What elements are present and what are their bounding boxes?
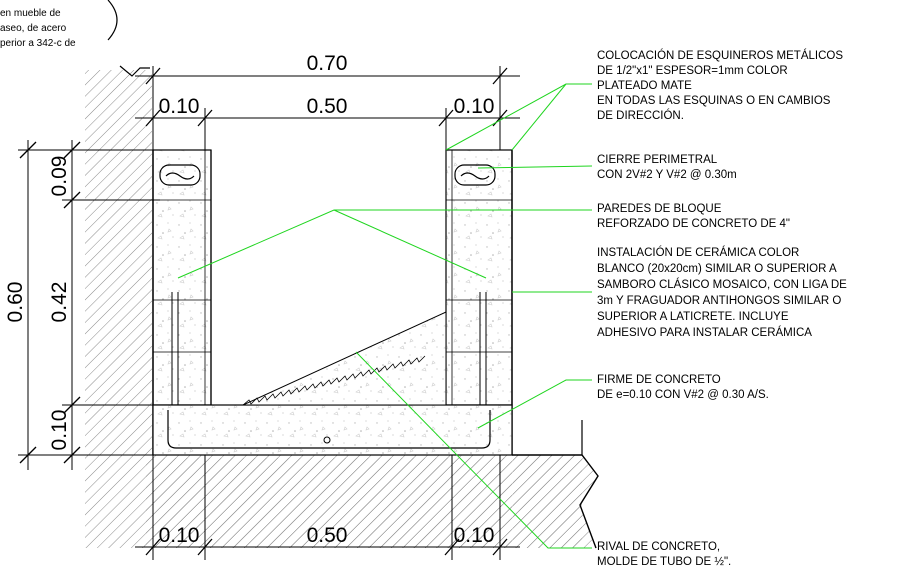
annotation-line: SUPERIOR A LATICRETE. INCLUYE <box>597 311 789 323</box>
annotation-firme: FIRME DE CONCRETO DE e=0.10 CON V#2 @ 0.… <box>597 374 769 401</box>
annotation-line: SAMBORO CLÁSICO MOSAICO, CON LIGA DE <box>597 278 847 291</box>
leader-lines <box>177 83 593 549</box>
annotation-ceramica: INSTALACIÓN DE CERÁMICA COLOR BLANCO (20… <box>597 246 847 339</box>
right-wall <box>445 149 513 455</box>
annotation-line: MOLDE DE TUBO DE ½". <box>597 556 731 568</box>
top-dimensions <box>135 66 520 150</box>
annotation-paredes: PAREDES DE BLOQUE REFORZADO DE CONCRETO … <box>597 203 790 230</box>
annotation-esquineros: COLOCACIÓN DE ESQUINEROS METÁLICOS DE 1/… <box>597 49 843 122</box>
corner-note-line: perior a 342-c de <box>0 38 76 49</box>
ground-hatch <box>85 70 598 548</box>
bottom-dimensions <box>135 455 520 560</box>
annotation-line: RIVAL DE CONCRETO, <box>597 541 720 553</box>
dim-top-right: 0.10 <box>454 95 495 118</box>
annotation-line: PLATEADO MATE <box>597 80 692 92</box>
dim-top-middle: 0.50 <box>307 95 348 118</box>
dim-bottom-middle: 0.50 <box>307 524 348 547</box>
annotation-line: PAREDES DE BLOQUE <box>597 203 722 215</box>
annotation-line: DE DIRECCIÓN. <box>597 109 684 122</box>
annotation-line: DE 1/2"x1" ESPESOR=1mm COLOR <box>597 65 788 77</box>
annotation-line: 3m Y FRAGUADOR ANTIHONGOS SIMILAR O <box>597 295 841 307</box>
corner-note: en mueble de aseo, de acero perior a 342… <box>0 8 76 49</box>
annotation-line: CON 2V#2 Y V#2 @ 0.30m <box>597 169 737 181</box>
dim-top-total: 0.70 <box>307 52 348 75</box>
annotation-line: REFORZADO DE CONCRETO DE 4" <box>597 218 790 230</box>
annotation-line: ADHESIVO PARA INSTALAR CERÁMICA <box>597 326 812 339</box>
left-wall <box>152 149 212 455</box>
dim-bottom-left: 0.10 <box>159 524 200 547</box>
dim-left-top: 0.09 <box>48 156 71 197</box>
ground-break <box>512 454 599 549</box>
annotation-line: BLANCO (20x20cm) SIMILAR O SUPERIOR A <box>597 263 837 275</box>
dim-left-total: 0.60 <box>4 282 27 323</box>
annotation-line: FIRME DE CONCRETO <box>597 374 721 386</box>
sloped-fill <box>242 311 447 406</box>
annotation-line: INSTALACIÓN DE CERÁMICA COLOR <box>597 246 799 259</box>
left-dimensions <box>18 140 160 470</box>
dim-left-middle: 0.42 <box>48 282 71 323</box>
break-symbol <box>119 65 150 77</box>
annotation-rival: RIVAL DE CONCRETO, MOLDE DE TUBO DE ½". <box>597 541 731 568</box>
corner-arc <box>107 0 118 41</box>
corner-note-line: en mueble de <box>0 8 61 19</box>
annotation-line: CIERRE PERIMETRAL <box>597 154 718 166</box>
dim-top-left: 0.10 <box>159 95 200 118</box>
annotation-cierre: CIERRE PERIMETRAL CON 2V#2 Y V#2 @ 0.30m <box>597 154 737 181</box>
dim-bottom-right: 0.10 <box>454 524 495 547</box>
annotation-line: EN TODAS LAS ESQUINAS O EN CAMBIOS <box>597 95 831 107</box>
annotation-line: COLOCACIÓN DE ESQUINEROS METÁLICOS <box>597 49 843 62</box>
concrete-slab <box>152 404 513 456</box>
dim-left-bottom: 0.10 <box>48 410 71 451</box>
corner-note-line: aseo, de acero <box>0 23 67 34</box>
annotation-line: DE e=0.10 CON V#2 @ 0.30 A/S. <box>597 389 769 401</box>
